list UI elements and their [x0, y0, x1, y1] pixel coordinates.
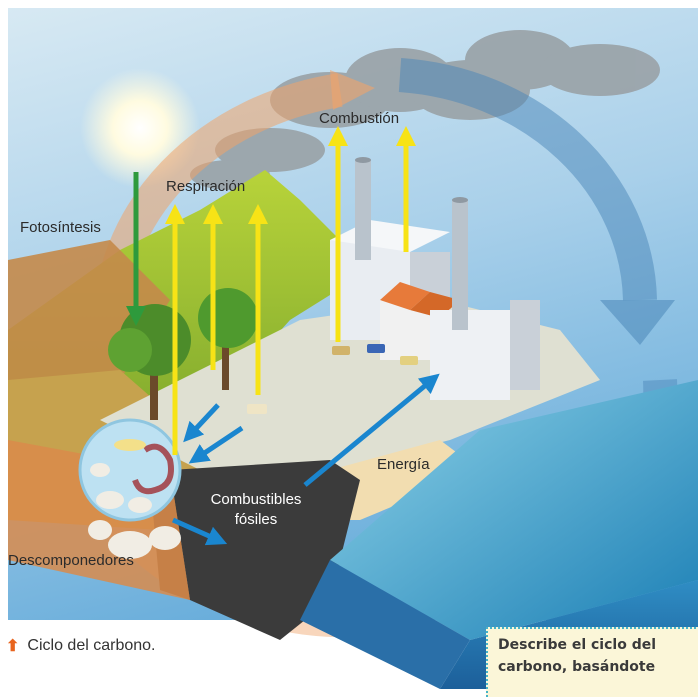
combustion-arrows	[328, 126, 416, 342]
fossil-fuels-label-line1: Combustibles	[210, 491, 302, 508]
energy-label: Energía	[377, 456, 430, 473]
fossil-fuels-label-line2: fósiles	[234, 511, 278, 528]
decomposers-bubble	[78, 418, 182, 522]
decomposers-label: Descomponedores	[8, 552, 134, 569]
activity-box: Describe el ciclo del carbono, basándote	[486, 627, 698, 697]
sea	[330, 380, 698, 640]
figure-caption: ⬆ Ciclo del carbono.	[6, 636, 155, 656]
fossil-fuels-label: Combustibles fósiles	[196, 490, 316, 530]
activity-line-2: carbono, basándote	[498, 659, 656, 675]
car	[400, 356, 418, 365]
respiration-label: Respiración	[166, 178, 246, 195]
car	[367, 344, 385, 353]
photosynthesis-label: Fotosíntesis	[20, 219, 101, 236]
car	[247, 404, 267, 414]
up-arrow-icon: ⬆	[6, 638, 20, 655]
cycle-arrow-blue	[398, 58, 657, 301]
combustion-label: Combustión	[319, 110, 400, 127]
mushrooms	[88, 520, 181, 559]
respiration-arrows	[165, 204, 268, 455]
decomposition-arrows	[171, 403, 244, 546]
activity-line-1: Describe el ciclo del	[498, 637, 657, 653]
energy-arrow	[303, 373, 440, 487]
caption-text: Ciclo del carbono.	[27, 637, 156, 654]
car	[332, 346, 350, 355]
factory	[330, 157, 540, 400]
